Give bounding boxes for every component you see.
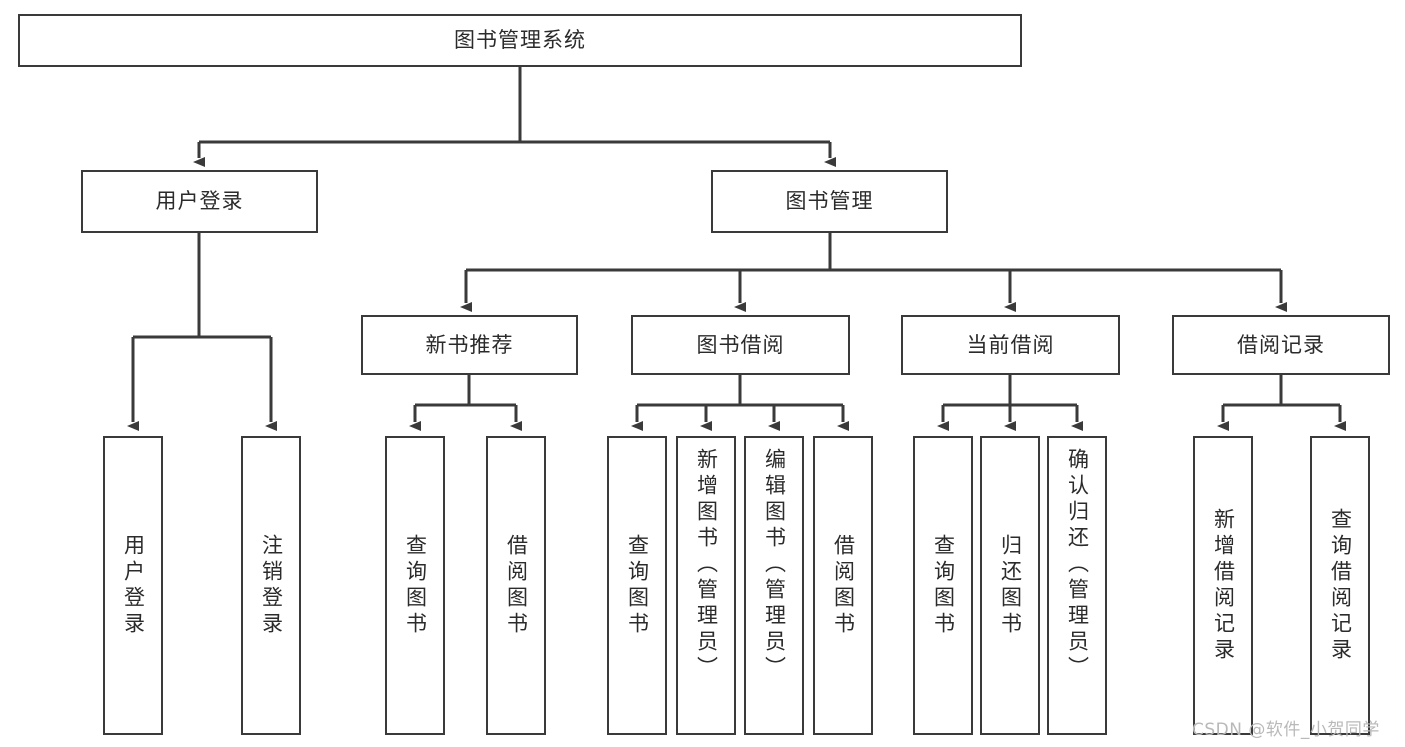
node-label: 归还图书 bbox=[998, 533, 1023, 638]
node-label: 查询图书 bbox=[625, 533, 650, 638]
node-new-book-recommend[interactable]: 新书推荐 bbox=[361, 315, 578, 375]
node-label: 新增借阅记录 bbox=[1211, 507, 1236, 664]
leaf-borrow-borrow-book[interactable]: 借阅图书 bbox=[813, 436, 873, 735]
leaf-borrow-query-book[interactable]: 查询图书 bbox=[607, 436, 667, 735]
leaf-current-query-book[interactable]: 查询图书 bbox=[913, 436, 973, 735]
leaf-current-return-book[interactable]: 归还图书 bbox=[980, 436, 1040, 735]
node-label: 图书管理系统 bbox=[454, 28, 586, 53]
node-label: 当前借阅 bbox=[966, 332, 1055, 357]
node-label: 用户登录 bbox=[155, 189, 244, 214]
node-borrow-record[interactable]: 借阅记录 bbox=[1172, 315, 1390, 375]
leaf-user-login-logout[interactable]: 注销登录 bbox=[241, 436, 301, 735]
node-label: 借阅记录 bbox=[1237, 332, 1325, 357]
leaf-record-query-record[interactable]: 查询借阅记录 bbox=[1310, 436, 1370, 735]
node-label: 图书管理 bbox=[785, 189, 874, 214]
node-label: 借阅图书 bbox=[504, 533, 529, 638]
node-label: 确认归还（管理员） bbox=[1065, 448, 1090, 682]
node-label: 新书推荐 bbox=[425, 332, 514, 357]
node-label: 查询图书 bbox=[931, 533, 956, 638]
node-label: 新增图书（管理员） bbox=[694, 448, 719, 682]
node-label: 图书借阅 bbox=[696, 332, 785, 357]
node-label: 查询借阅记录 bbox=[1328, 507, 1353, 664]
node-user-login[interactable]: 用户登录 bbox=[81, 170, 318, 233]
leaf-record-add-record[interactable]: 新增借阅记录 bbox=[1193, 436, 1253, 735]
leaf-borrow-edit-book[interactable]: 编辑图书（管理员） bbox=[744, 436, 804, 735]
node-book-management[interactable]: 图书管理 bbox=[711, 170, 948, 233]
leaf-current-confirm-return[interactable]: 确认归还（管理员） bbox=[1047, 436, 1107, 735]
node-book-borrow[interactable]: 图书借阅 bbox=[631, 315, 850, 375]
node-current-borrow[interactable]: 当前借阅 bbox=[901, 315, 1120, 375]
node-root-system[interactable]: 图书管理系统 bbox=[18, 14, 1022, 67]
node-label: 编辑图书（管理员） bbox=[762, 448, 787, 682]
leaf-new-book-borrow[interactable]: 借阅图书 bbox=[486, 436, 546, 735]
node-label: 借阅图书 bbox=[831, 533, 856, 638]
leaf-user-login-login[interactable]: 用户登录 bbox=[103, 436, 163, 735]
node-label: 用户登录 bbox=[121, 533, 146, 638]
watermark-text: CSDN @软件_小贺同学 bbox=[1192, 720, 1380, 740]
leaf-borrow-add-book[interactable]: 新增图书（管理员） bbox=[676, 436, 736, 735]
node-label: 查询图书 bbox=[403, 533, 428, 638]
leaf-new-book-query[interactable]: 查询图书 bbox=[385, 436, 445, 735]
node-label: 注销登录 bbox=[259, 533, 284, 638]
